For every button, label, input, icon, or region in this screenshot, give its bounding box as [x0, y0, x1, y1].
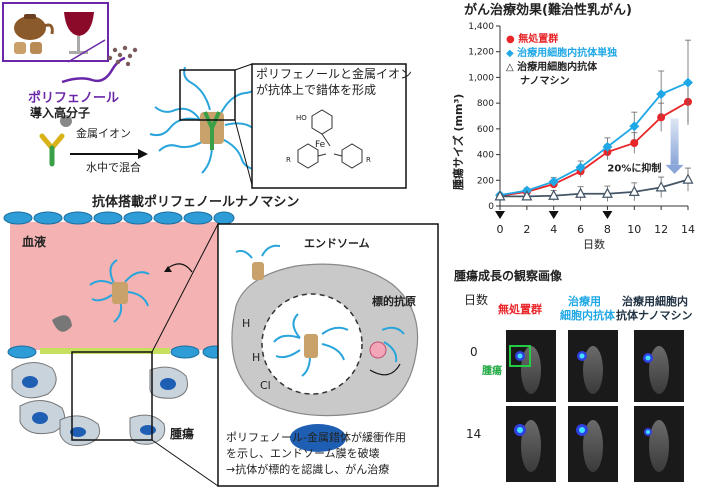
nanomachine-title: 抗体搭載ポリフェノールナノマシン — [92, 195, 300, 210]
tea-and-wine-icon — [14, 12, 94, 54]
point-nanomachine — [682, 173, 694, 184]
x-axis-label: 日数 — [583, 238, 605, 251]
point-untreated — [630, 139, 639, 147]
dose-marker — [495, 211, 505, 219]
right-arrow-icon — [138, 149, 148, 159]
legend-entry-0: ● 無処置群 — [506, 32, 558, 45]
fe-atom-label: Fe — [315, 140, 326, 150]
imaging-col-untreated: 無処置群 — [498, 303, 542, 316]
y-tick-label: 600 — [477, 125, 494, 135]
point-nanomachine — [575, 187, 587, 198]
series-line-2 — [500, 178, 689, 198]
r-group-label-left: R — [286, 156, 291, 164]
metal-ion-label: 金属イオン — [76, 127, 131, 140]
target-antigen-icon — [369, 341, 387, 359]
point-nanomachine — [494, 190, 506, 201]
complex-structure-box — [251, 63, 407, 189]
tumor-tissue-label: 腫瘍 — [170, 427, 195, 441]
mechanism-desc-line1: ポリフェノール-金属錯体が緩衝作用 — [226, 431, 406, 444]
y-tick-label: 400 — [477, 151, 494, 161]
point-nanomachine — [655, 181, 667, 192]
tea-photo-frame — [2, 2, 109, 62]
dose-marker — [602, 211, 613, 219]
x-tick-label: 4 — [550, 223, 557, 236]
oh-group-label: HO — [296, 114, 307, 122]
macrophage-icon — [52, 315, 72, 332]
polyphenol-label: ポリフェノール — [28, 91, 120, 106]
y-tick-label: 1,200 — [468, 48, 494, 58]
mixing-label: 水中で混合 — [86, 161, 141, 174]
antibody-icon — [39, 133, 65, 167]
imaging-col-antibody-b: 細胞内抗体 — [560, 309, 615, 322]
imaging-col-antibody-a: 治療用 — [568, 295, 601, 308]
tumor-signal-spots — [514, 351, 653, 436]
fe-complex-structure — [297, 109, 363, 169]
mechanism-desc-line2: を示し、エンドソーム膜を破壊 — [226, 447, 380, 460]
mechanism-desc-line3: →抗体が標的を認識し、がん治療 — [226, 463, 390, 476]
tumor-size-chart: 0 200 400 600 800 1,000 1,200 1,400 0 2 4 6 8 10 12 14 日… — [468, 22, 695, 251]
point-antibody — [548, 176, 559, 187]
point-nanomachine — [628, 185, 640, 196]
imaging-day0-label: 0 — [470, 345, 478, 359]
annotation-label: 20%に抑制 — [607, 161, 661, 174]
x-tick-label: 10 — [627, 223, 641, 236]
tumor-highlight-box — [509, 345, 531, 367]
x-tick-label: 8 — [604, 223, 611, 236]
x-tick-label: 2 — [523, 223, 530, 236]
r-group-label-right: R — [366, 156, 371, 164]
nanomachine-core — [200, 111, 224, 150]
chloride-label: Cl — [260, 379, 271, 392]
chart-title: がん治療効果(難治性乳がん) — [464, 3, 632, 18]
legend-entry-1: ◆ 治療用細胞内抗体単独 — [506, 46, 617, 59]
y-tick-label: 1,000 — [468, 73, 494, 83]
y-tick-label: 1,400 — [468, 22, 494, 32]
y-tick-label: 0 — [488, 202, 494, 212]
endosome-nanomachine — [235, 244, 405, 377]
point-nanomachine — [601, 187, 613, 198]
tumor-cells — [11, 362, 188, 447]
legend-entry-3: ナノマシン — [520, 75, 570, 87]
x-tick-label: 12 — [654, 223, 668, 236]
endosome-label: エンドソーム — [304, 237, 370, 250]
chart-ylabel: 腫瘍サイズ (mm³) — [452, 93, 465, 190]
y-tick-label: 200 — [477, 176, 494, 186]
polymer-label: 導入高分子 — [30, 106, 91, 120]
imaging-col-nano-b: 抗体ナノマシン — [616, 309, 693, 322]
endothelium-top — [3, 211, 235, 225]
imaging-day14-label: 14 — [466, 427, 482, 441]
imaging-grid — [506, 330, 684, 482]
complex-note-line1: ポリフェノールと金属イオン — [256, 67, 413, 81]
series-line-1 — [499, 81, 689, 196]
point-nanomachine — [548, 189, 560, 200]
circulating-nanomachine — [89, 259, 150, 323]
metal-ion-icon — [60, 115, 72, 127]
zoom-box — [179, 69, 236, 121]
imaging-day-header: 日数 — [464, 293, 489, 307]
polyphenol-molecule-icon — [107, 45, 138, 67]
tumor-zoom-box — [71, 351, 153, 441]
suppression-arrow — [670, 118, 679, 165]
imaging-tumor-label: 腫瘍 — [482, 366, 502, 377]
y-tick-label: 800 — [477, 99, 494, 109]
imaging-col-nano-a: 治療用細胞内 — [622, 295, 688, 308]
vessel-scene — [3, 211, 439, 487]
suppression-arrowhead — [665, 164, 684, 174]
target-antigen-label: 標的抗原 — [372, 295, 416, 308]
cell-nucleus — [290, 424, 346, 452]
point-antibody — [683, 77, 693, 88]
x-tick-label: 0 — [497, 223, 504, 236]
x-tick-label: 6 — [577, 223, 584, 236]
point-nanomachine — [521, 190, 533, 201]
legend-entry-2: △ 治療用細胞内抗体 — [506, 60, 598, 73]
dose-marker — [548, 211, 559, 219]
imaging-title: 腫瘍成長の観察画像 — [454, 269, 563, 283]
assembly-scheme — [39, 39, 407, 189]
complex-note-line2: が抗体上で錯体を形成 — [256, 83, 377, 97]
endothelium-bottom — [7, 345, 228, 359]
x-tick-label: 14 — [681, 223, 695, 236]
proton-label-1: H — [242, 317, 251, 330]
blood-label: 血液 — [22, 235, 47, 249]
proton-label-2: H — [252, 351, 261, 364]
